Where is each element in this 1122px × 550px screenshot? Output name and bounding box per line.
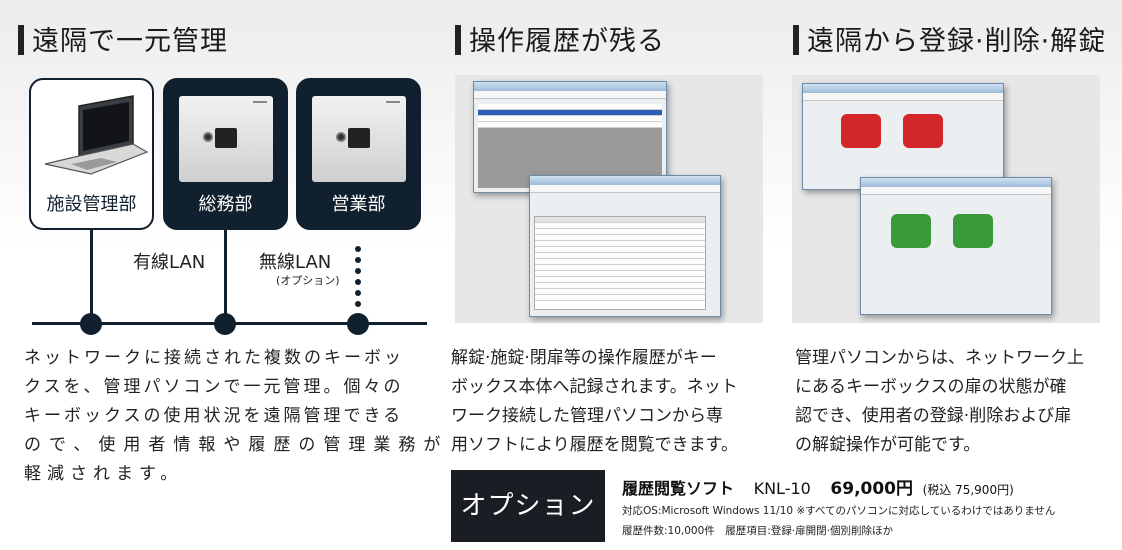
option-badge: オプション [451, 470, 605, 542]
door-icon [953, 214, 993, 248]
wired-lan-label: 有線LAN [133, 252, 206, 273]
department-label-sales: 営業部 [331, 194, 386, 215]
wireless-dot [355, 301, 361, 307]
keybox-image [312, 96, 406, 182]
lock-icon [891, 214, 931, 248]
laptop-icon [44, 95, 149, 175]
history-window-front [529, 175, 721, 317]
heading-operation-history: 操作履歴が残る [455, 22, 665, 62]
keybox-image [179, 96, 273, 182]
unlock-window-front [860, 177, 1052, 315]
node-dot [347, 313, 369, 335]
connection-line-facility [90, 228, 93, 324]
connection-line-general [224, 228, 227, 324]
department-box-general: 総務部 [163, 78, 288, 230]
node-dot [214, 313, 236, 335]
wireless-dot [355, 257, 361, 263]
spec-history-items: 履歴件数:10,000件 履歴項目:登録·扉開閉·個別削除ほか [622, 525, 893, 537]
software-title: 履歴閲覧ソフト KNL-10 69,000円 (税込 75,900円) [622, 474, 1014, 499]
wireless-dot [355, 246, 361, 252]
description-remote-management: ネットワークに接続された複数のキーボッ クスを、管理パソコンで一元管理。個々の … [24, 348, 449, 484]
software-name: 履歴閲覧ソフト [622, 479, 735, 498]
wireless-option-note: (オプション) [276, 274, 340, 287]
heading-remote-register: 遠隔から登録·削除·解錠 [793, 22, 1106, 62]
lock-icon [841, 114, 881, 148]
software-tax-price: (税込 75,900円) [922, 483, 1014, 497]
history-software-screenshot [455, 75, 763, 323]
description-remote-register: 管理パソコンからは、ネットワーク上 にあるキーボックスの扉の状態が確 認でき、使… [795, 348, 1084, 455]
software-model: KNL-10 [753, 479, 811, 498]
door-icon [903, 114, 943, 148]
wireless-dot [355, 268, 361, 274]
wireless-dot [355, 290, 361, 296]
department-box-facility: 施設管理部 [29, 78, 154, 230]
department-label-general: 総務部 [198, 194, 253, 215]
wireless-dot [355, 279, 361, 285]
wireless-lan-label: 無線LAN [259, 252, 332, 273]
spec-supported-os: 対応OS:Microsoft Windows 11/10 ※すべてのパソコンに対… [622, 505, 1056, 517]
node-dot [80, 313, 102, 335]
software-price: 69,000円 [830, 479, 914, 499]
department-box-sales: 営業部 [296, 78, 421, 230]
description-operation-history: 解錠·施錠·閉扉等の操作履歴がキー ボックス本体へ記録されます。ネット ワーク接… [451, 348, 738, 455]
heading-remote-management: 遠隔で一元管理 [18, 22, 228, 62]
history-window-back [473, 81, 667, 193]
remote-unlock-screenshot [792, 75, 1100, 323]
department-label-facility: 施設管理部 [46, 194, 137, 215]
unlock-window-back [802, 83, 1004, 190]
